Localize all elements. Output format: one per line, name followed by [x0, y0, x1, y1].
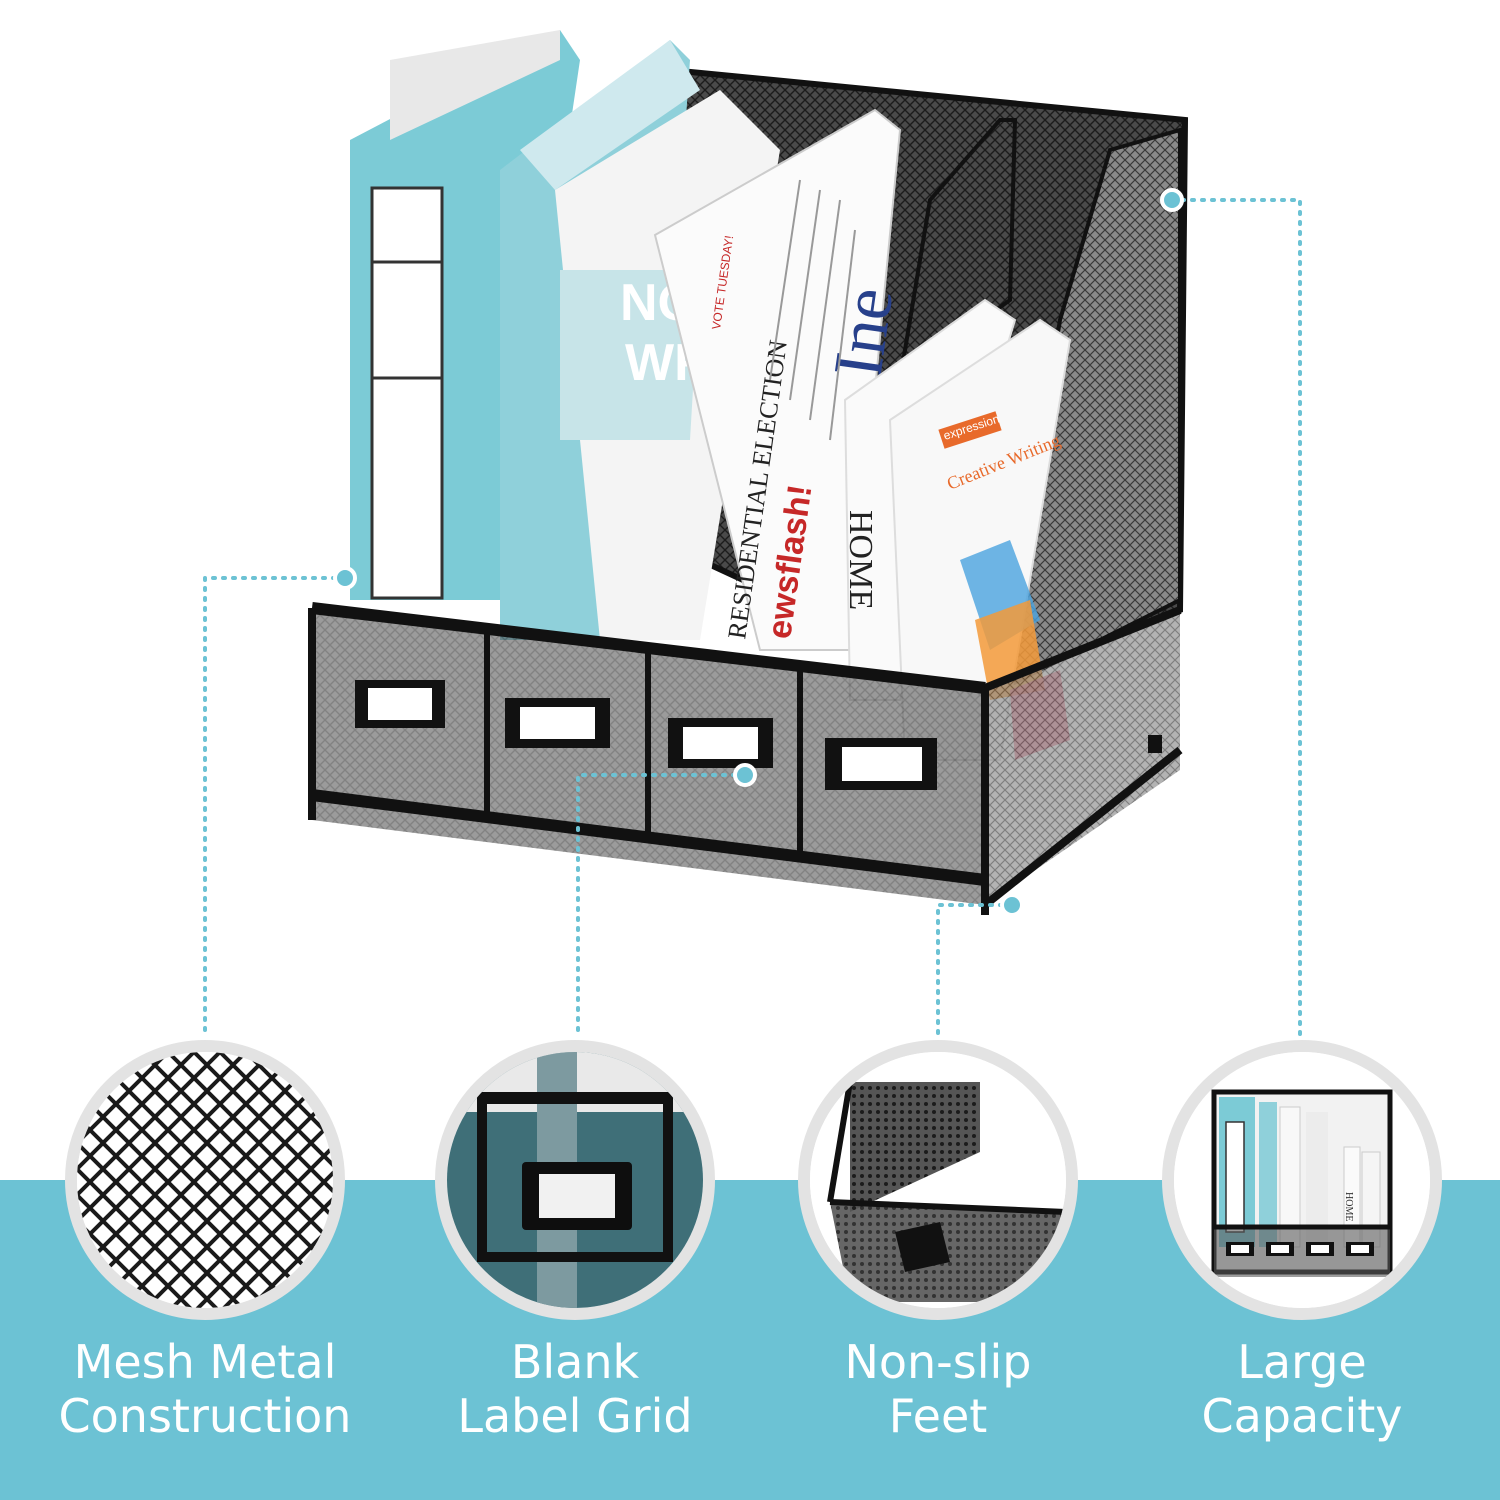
feature-label-mesh: Mesh Metal Construction — [25, 1335, 385, 1443]
label-holder — [668, 718, 773, 768]
mesh-closeup-icon — [65, 1040, 345, 1320]
product-photo: NO WRI RESIDENTIAL ELECTION ewsflash! VO… — [308, 30, 1189, 915]
label-holder — [505, 698, 610, 748]
feature-label-non-slip: Non-slip Feet — [758, 1335, 1118, 1443]
feature-label-line: Non-slip — [844, 1335, 1032, 1389]
binder-label-panel — [370, 186, 444, 600]
label-holder — [355, 680, 445, 728]
feature-label-line: Capacity — [1201, 1389, 1403, 1443]
label-slot-icon — [435, 1040, 715, 1320]
feature-label-line: Construction — [58, 1389, 352, 1443]
non-slip-foot — [1148, 735, 1162, 753]
feature-label-label-grid: Blank Label Grid — [395, 1335, 755, 1443]
feature-label-line: Feet — [888, 1389, 988, 1443]
feature-label-line: Mesh Metal — [73, 1335, 337, 1389]
feature-label-line: Label Grid — [457, 1389, 693, 1443]
rubber-foot-icon — [798, 1040, 1078, 1320]
organizer-overview-icon: HOME — [1162, 1040, 1442, 1320]
feature-label-line: Blank — [510, 1335, 640, 1389]
side-mesh-panel — [985, 610, 1180, 905]
feature-label-capacity: Large Capacity — [1122, 1335, 1482, 1443]
home-book-title: HOME — [842, 510, 879, 610]
label-holder — [825, 738, 937, 790]
overview-home-text: HOME — [1343, 1192, 1354, 1221]
feature-label-line: Large — [1237, 1335, 1367, 1389]
